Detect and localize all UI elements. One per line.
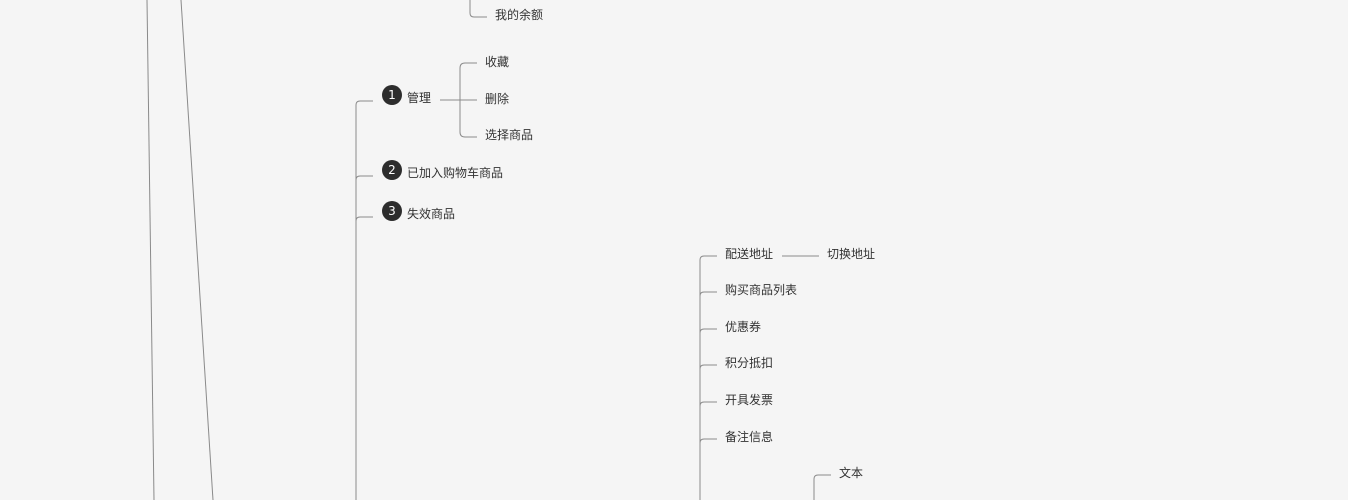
- node-invoice[interactable]: 开具发票: [725, 393, 774, 407]
- trunk-line-1: [146, 0, 155, 500]
- node-favorite[interactable]: 收藏: [485, 55, 510, 69]
- cart-branch-2: [355, 175, 373, 181]
- node-delete[interactable]: 删除: [485, 92, 510, 106]
- node-coupon[interactable]: 优惠券: [725, 320, 762, 334]
- node-my-balance[interactable]: 我的余额: [495, 8, 544, 22]
- balance-connector: [469, 0, 487, 18]
- checkout-branch-4: [699, 364, 717, 370]
- node-remarks[interactable]: 备注信息: [725, 430, 774, 444]
- node-delivery-address[interactable]: 配送地址: [725, 247, 774, 261]
- node-text[interactable]: 文本: [839, 466, 864, 480]
- checkout-branch-3: [699, 328, 717, 334]
- node-points-deduction[interactable]: 积分抵扣: [725, 356, 774, 370]
- trunk-line-2: [180, 0, 214, 500]
- badge-1: 1: [382, 85, 402, 105]
- node-purchase-list[interactable]: 购买商品列表: [725, 283, 798, 297]
- checkout-branch-5: [699, 401, 717, 407]
- badge-2: 2: [382, 160, 402, 180]
- cart-branch-vertical: [355, 100, 373, 500]
- checkout-branch-2: [699, 291, 717, 297]
- checkout-branch-6: [699, 438, 717, 444]
- node-select-items[interactable]: 选择商品: [485, 128, 534, 142]
- text-branch: [813, 474, 831, 500]
- node-switch-address[interactable]: 切换地址: [827, 247, 876, 261]
- node-manage[interactable]: 管理: [407, 91, 432, 105]
- checkout-vertical: [699, 255, 717, 500]
- cart-branch-3: [355, 216, 373, 222]
- node-added-to-cart[interactable]: 已加入购物车商品: [407, 166, 504, 180]
- node-invalid-items[interactable]: 失效商品: [407, 207, 456, 221]
- badge-3: 3: [382, 201, 402, 221]
